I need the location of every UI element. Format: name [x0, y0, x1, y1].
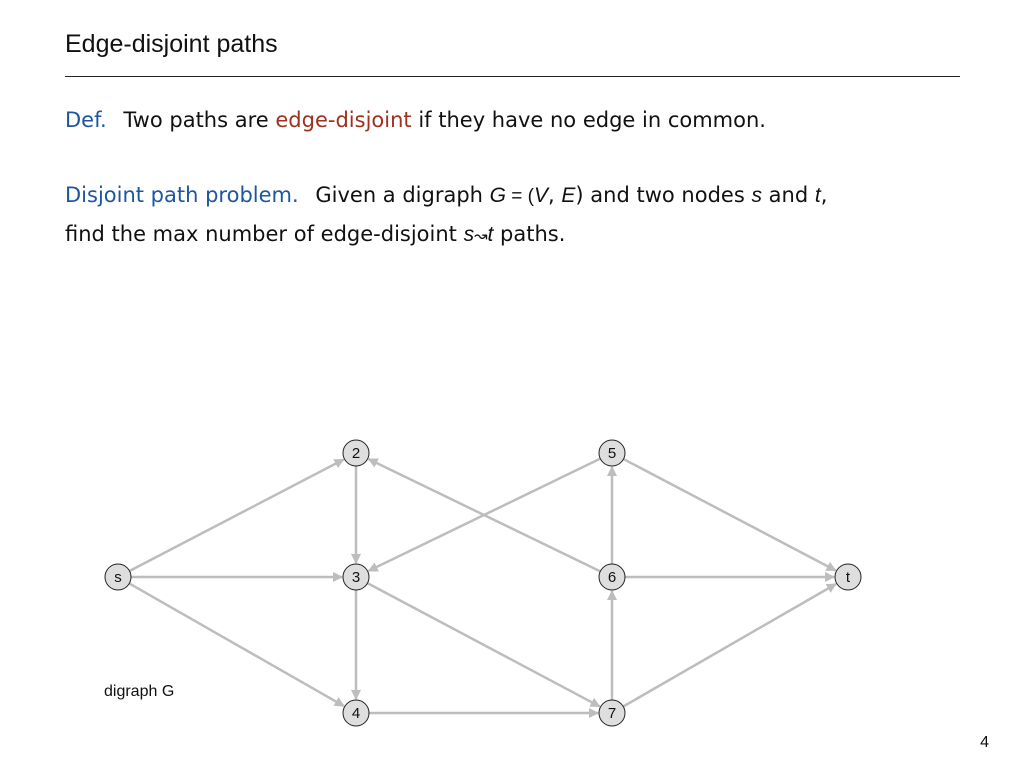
math-V: V [534, 184, 549, 207]
definition-label: Def. [65, 108, 107, 132]
node-circle [104, 563, 132, 591]
definition-text-after: if they have no edge in common. [418, 108, 766, 132]
edge-5-t [622, 457, 837, 572]
node-label: 6 [608, 569, 616, 586]
definition-term: edge-disjoint [275, 108, 412, 132]
node-label: 7 [608, 705, 616, 722]
problem-line1-text: Given a digraph [315, 183, 483, 207]
node-label: 5 [608, 445, 616, 462]
math-G: G [489, 184, 507, 207]
node-7: 7 [598, 699, 626, 727]
edge-s-2 [128, 458, 345, 573]
squiggle-arrow-icon: ↝ [474, 226, 488, 245]
node-circle [598, 563, 626, 591]
node-circle [598, 439, 626, 467]
problem-line2-text: find the max number of edge-disjoint [65, 222, 457, 246]
node-circle [834, 563, 862, 591]
node-t: t [834, 563, 862, 591]
problem-and-two-nodes: and two nodes [590, 183, 745, 207]
problem-line2-end: paths. [500, 222, 566, 246]
path-s: s [463, 223, 475, 246]
math-s: s [751, 184, 762, 207]
math-E: E [561, 184, 576, 207]
node-label: 2 [352, 445, 360, 462]
math-close: ) [575, 183, 584, 207]
node-2: 2 [342, 439, 370, 467]
edge-s-4 [128, 582, 345, 708]
slide-title: Edge-disjoint paths [65, 30, 278, 58]
node-label: t [846, 569, 851, 586]
node-circle [598, 699, 626, 727]
graph-caption: digraph G [104, 683, 175, 700]
definition-line: Def. Two paths are edge-disjoint if they… [65, 108, 766, 132]
edge-7-t [622, 582, 837, 708]
edge-6-2 [367, 457, 601, 573]
problem-label: Disjoint path problem. [65, 183, 299, 207]
edge-3-7 [366, 581, 601, 708]
math-t: t [814, 184, 821, 207]
problem-line-2: find the max number of edge-disjoint s↝t… [65, 222, 565, 247]
node-4: 4 [342, 699, 370, 727]
math-eq: = ( [511, 186, 534, 207]
node-3: 3 [342, 563, 370, 591]
page-number: 4 [980, 734, 989, 751]
node-circle [342, 699, 370, 727]
node-label: 3 [352, 569, 360, 586]
math-comma: , [548, 183, 555, 207]
definition-text-before: Two paths are [123, 108, 269, 132]
node-label: 4 [352, 705, 360, 722]
node-6: 6 [598, 563, 626, 591]
path-t: t [487, 223, 494, 246]
problem-line-1: Disjoint path problem. Given a digraph G… [65, 183, 827, 208]
edges [128, 457, 837, 718]
problem-and: and [768, 183, 809, 207]
problem-trailing-comma: , [820, 183, 828, 207]
nodes: s 2 3 4 5 6 7 t [104, 439, 862, 727]
node-s: s [104, 563, 132, 591]
node-5: 5 [598, 439, 626, 467]
title-divider [65, 76, 960, 77]
node-circle [342, 439, 370, 467]
node-label: s [114, 569, 122, 586]
node-circle [342, 563, 370, 591]
